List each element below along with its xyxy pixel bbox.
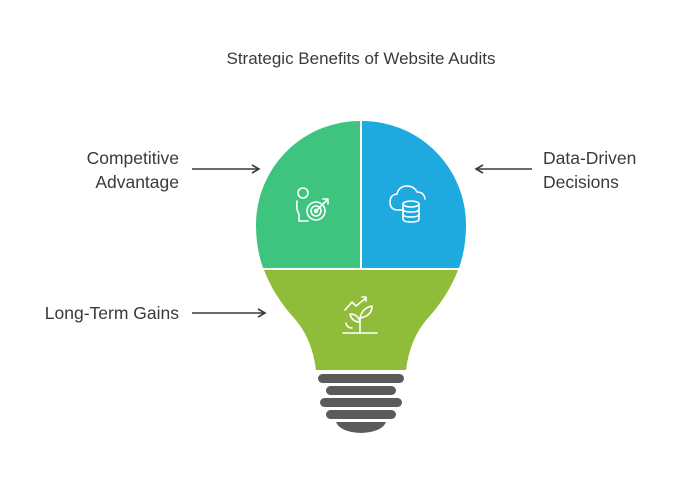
label-data-driven-decisions: Data-Driven Decisions — [543, 146, 636, 194]
base-ring-4 — [326, 410, 396, 419]
segment-long-term-gains — [264, 270, 458, 370]
label-datadriven-line1: Data-Driven — [543, 148, 637, 168]
base-ring-3 — [320, 398, 402, 407]
base-ring-1 — [318, 374, 404, 383]
base-tip — [336, 422, 386, 433]
label-competitive-line2: Advantage — [95, 172, 179, 192]
label-longterm-line1: Long-Term Gains — [44, 303, 179, 323]
label-datadriven-line2: Decisions — [543, 172, 619, 192]
segment-data-driven-decisions — [362, 121, 466, 268]
base-ring-2 — [326, 386, 396, 395]
diagram-title: Strategic Benefits of Website Audits — [226, 49, 496, 68]
target-person-icon — [295, 187, 329, 222]
bulb-base — [318, 374, 404, 433]
label-competitive-advantage: Competitive Advantage — [87, 146, 179, 194]
label-long-term-gains: Long-Term Gains — [45, 301, 179, 325]
growth-plant-icon — [342, 296, 378, 334]
cloud-database-icon — [389, 185, 426, 223]
label-competitive-line1: Competitive — [86, 148, 179, 168]
